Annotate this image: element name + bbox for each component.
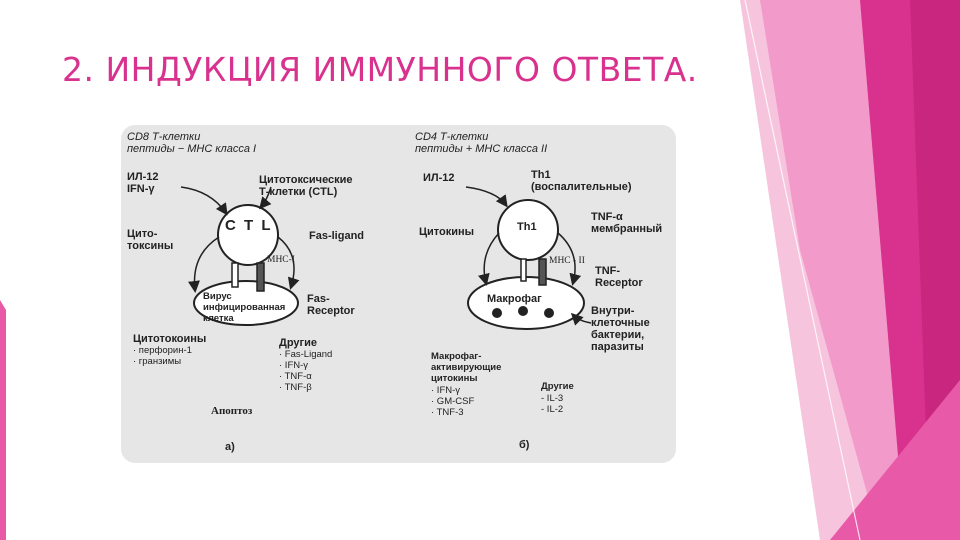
a-list2-item: · Fas-Ligand — [279, 349, 333, 360]
a-list1-item: · перфорин-1 — [133, 345, 192, 356]
a-list2-item: · TNF-β — [279, 382, 312, 393]
b-list2-title: Другие — [541, 381, 574, 392]
immune-response-figure: CD8 Т-клетки пептиды − МНС класса I ИЛ-1… — [121, 125, 676, 463]
a-header-line1: CD8 Т-клетки — [127, 131, 201, 143]
a-ifn-label: IFN-γ — [127, 183, 155, 195]
a-fas-ligand-label: Fas-ligand — [309, 230, 365, 242]
a-mhc-label: MHC-I — [267, 255, 295, 265]
a-il12-label: ИЛ-12 — [127, 171, 159, 183]
b-list1-item: · TNF-3 — [431, 407, 464, 418]
slide-title: 2. ИНДУКЦИЯ ИММУННОГО ОТВЕТА. — [62, 50, 698, 89]
a-fas-receptor-line2: Receptor — [307, 305, 355, 317]
b-list1-title-line3: цитокины — [431, 373, 478, 384]
arrow-cytotoxins — [188, 236, 220, 293]
b-list2-item: - IL-3 — [541, 393, 564, 404]
b-intra-line2: клеточные — [591, 317, 650, 329]
b-tnf-mem-line1: TNF-α — [591, 211, 623, 223]
a-panel-label: а) — [225, 441, 235, 453]
b-list1-title-line1: Макрофаг- — [431, 351, 482, 362]
infected-cell — [193, 280, 299, 326]
deco-shape-bottom — [830, 380, 960, 540]
b-intra-line4: паразиты — [591, 341, 644, 353]
b-th1-label: Th1 — [517, 221, 537, 233]
a-ctl-desc-line2: Т-клетки (CTL) — [259, 186, 338, 198]
bacterium-2 — [518, 306, 528, 316]
deco-left-edge — [0, 300, 6, 540]
tcr-receptor-b — [520, 258, 527, 282]
arrow-tnf — [557, 232, 582, 286]
arrow-ctl-label — [259, 186, 272, 210]
a-list1-item: · гранзимы — [133, 356, 182, 367]
a-cytotoxins-line1: Цито- — [127, 228, 158, 240]
deco-line — [744, 0, 861, 540]
a-list2-title: Другие — [279, 337, 317, 349]
a-header-line2: пептиды − МНС класса I — [127, 143, 257, 155]
b-tnf-mem-line2: мембранный — [591, 223, 663, 235]
a-cytotoxins-line2: токсины — [127, 240, 174, 252]
b-list1-title-line2: активирующие — [431, 362, 502, 373]
b-list1-item: · IFN-γ — [431, 385, 461, 396]
a-list2-item: · IFN-γ — [279, 360, 309, 371]
b-tnf-rec-line2: Receptor — [595, 277, 643, 289]
th1-cell — [497, 199, 559, 261]
a-ctl-label: C T L — [225, 217, 273, 234]
b-header-line1: CD4 Т-клетки — [415, 131, 489, 143]
b-macrophage-label: Макрофаг — [487, 293, 542, 305]
arrow-fas-ligand — [277, 236, 300, 290]
arrow-cytokines — [477, 232, 500, 286]
bacterium-1 — [492, 308, 502, 318]
arrow-il12-th1 — [465, 186, 508, 208]
a-fas-receptor-line1: Fas- — [307, 293, 330, 305]
b-list1-item: · GM-CSF — [431, 396, 475, 407]
a-apoptosis-label: Апоптоз — [211, 405, 253, 417]
b-list2-item: - IL-2 — [541, 404, 564, 415]
a-cell-line1: Вирус — [203, 291, 232, 302]
b-cytokines-label: Цитокины — [419, 226, 475, 238]
arrow-il12-ctl — [180, 186, 228, 216]
b-intra-line1: Внутри- — [591, 305, 635, 317]
arrow-intracellular — [570, 312, 592, 326]
b-panel-label: б) — [519, 439, 530, 451]
b-th1-desc-line1: Th1 — [531, 169, 551, 181]
a-cell-line2: инфицированная — [203, 302, 286, 313]
b-tnf-rec-line1: TNF- — [595, 265, 621, 277]
diagram-graphics — [180, 186, 592, 330]
bacterium-3 — [544, 308, 554, 318]
a-ctl-desc-line1: Цитотоксические — [259, 174, 353, 186]
b-header-line2: пептиды + МНС класса II — [415, 143, 548, 155]
b-il12-label: ИЛ-12 — [423, 172, 455, 184]
a-list2-item: · TNF-α — [279, 371, 312, 382]
b-mhc-label: MHC - II — [549, 256, 585, 266]
a-cell-line3: клетка — [203, 313, 234, 324]
ctl-cell — [217, 204, 279, 266]
b-th1-desc-line2: (воспалительные) — [531, 181, 632, 193]
mhc1-molecule — [256, 262, 265, 292]
a-list1-title: Цитотокоины — [133, 333, 207, 345]
b-intra-line3: бактерии, — [591, 329, 645, 341]
tcr-receptor-a — [231, 262, 239, 288]
mhc2-molecule — [538, 258, 547, 286]
